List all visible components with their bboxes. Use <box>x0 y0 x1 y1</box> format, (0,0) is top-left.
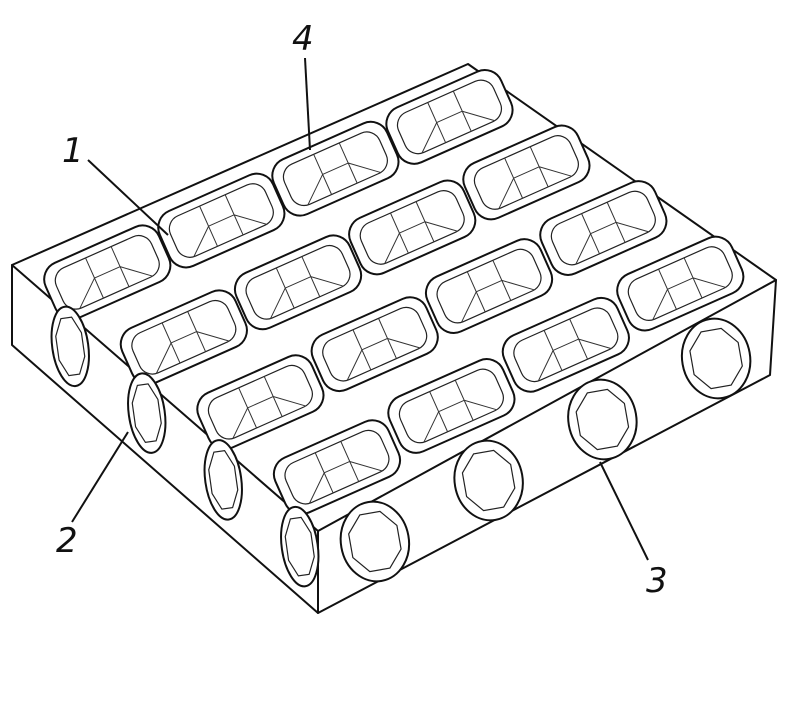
leader-line-3 <box>599 461 649 561</box>
top-pocket <box>539 180 668 276</box>
pocket-inner-rim <box>359 190 465 265</box>
side-hole <box>203 439 243 521</box>
pocket-detail <box>460 260 535 323</box>
pocket-inner-rim <box>513 307 619 383</box>
pocket-inner-rim <box>245 244 351 320</box>
callout-1: 1 <box>62 131 169 236</box>
side-hole <box>127 372 167 454</box>
hole-outline <box>680 317 752 400</box>
callout-label-1: 1 <box>62 131 84 171</box>
callout-4: 4 <box>292 19 314 151</box>
pocket-inner-rim <box>207 364 313 440</box>
pocket-detail <box>155 311 230 374</box>
callout-label-2: 2 <box>56 521 78 561</box>
side-hole <box>50 305 90 388</box>
top-pocket <box>157 172 286 269</box>
top-pocket <box>119 289 248 386</box>
pocket-detail <box>537 318 612 382</box>
pocket-detail <box>269 256 344 319</box>
top-pocket <box>43 224 172 321</box>
pocket-inner-rim <box>396 79 503 155</box>
top-pocket <box>385 69 514 165</box>
pocket-detail <box>193 194 267 258</box>
side-hole <box>339 500 411 583</box>
pocket-detail <box>346 318 421 381</box>
pocket-detail <box>575 202 649 265</box>
top-pocket <box>462 124 591 221</box>
hole-octagon <box>284 516 315 577</box>
hole-octagon <box>208 449 239 510</box>
side-hole <box>680 317 752 400</box>
pocket-detail <box>79 246 153 309</box>
pocket-inner-rim <box>398 368 504 444</box>
callout-label-4: 4 <box>292 19 314 59</box>
hole-outline <box>567 378 638 461</box>
pocket-detail <box>384 201 458 264</box>
hole-octagon <box>131 383 162 444</box>
hole-octagon <box>461 449 516 512</box>
side-hole <box>567 378 638 461</box>
hole-octagon <box>689 327 743 390</box>
top-pocket <box>616 235 745 332</box>
front-face-edge <box>317 279 777 614</box>
pocket-inner-rim <box>284 429 390 505</box>
hole-octagon <box>575 388 630 451</box>
side-hole <box>453 439 524 522</box>
hole-octagon <box>348 510 402 573</box>
pocket-detail <box>232 376 307 439</box>
top-pocket <box>424 238 554 334</box>
hole-outline <box>453 439 524 522</box>
hole-outline <box>339 500 411 583</box>
pocket-inner-rim <box>131 299 237 375</box>
leader-line-2 <box>71 431 129 523</box>
pocket-inner-rim <box>436 248 542 324</box>
pocket-inner-rim <box>473 135 579 210</box>
top-pocket <box>233 234 363 331</box>
pocket-detail <box>308 441 383 504</box>
side-hole <box>280 505 320 588</box>
hole-outline <box>280 505 320 588</box>
pocket-detail <box>307 142 382 206</box>
pocket-detail <box>421 90 496 154</box>
top-pocket <box>271 120 400 217</box>
pocket-inner-rim <box>282 131 388 207</box>
pocket-detail <box>652 257 726 321</box>
callout-3: 3 <box>599 461 668 601</box>
left-face-edge <box>11 264 319 614</box>
callout-2: 2 <box>56 431 129 561</box>
callout-label-3: 3 <box>646 561 668 601</box>
pocket-detail <box>498 146 573 210</box>
top-pocket <box>310 296 439 393</box>
pocket-inner-rim <box>322 306 428 382</box>
top-pocket <box>348 179 477 276</box>
hole-outline <box>50 305 90 388</box>
top-cell-grid <box>43 69 745 516</box>
hole-outline <box>127 372 167 454</box>
side-hole-group <box>50 305 752 588</box>
top-pocket <box>272 419 402 516</box>
hole-octagon <box>55 316 86 377</box>
top-pocket <box>501 296 630 393</box>
pocket-inner-rim <box>168 183 274 258</box>
pocket-inner-rim <box>627 246 733 321</box>
pocket-inner-rim <box>550 190 656 266</box>
hole-outline <box>203 439 243 521</box>
top-pocket <box>387 358 516 454</box>
top-pocket <box>196 354 325 451</box>
pocket-detail <box>423 379 498 443</box>
pocket-inner-rim <box>54 234 160 310</box>
leader-line-4 <box>304 57 311 151</box>
leader-line-1 <box>87 159 169 236</box>
